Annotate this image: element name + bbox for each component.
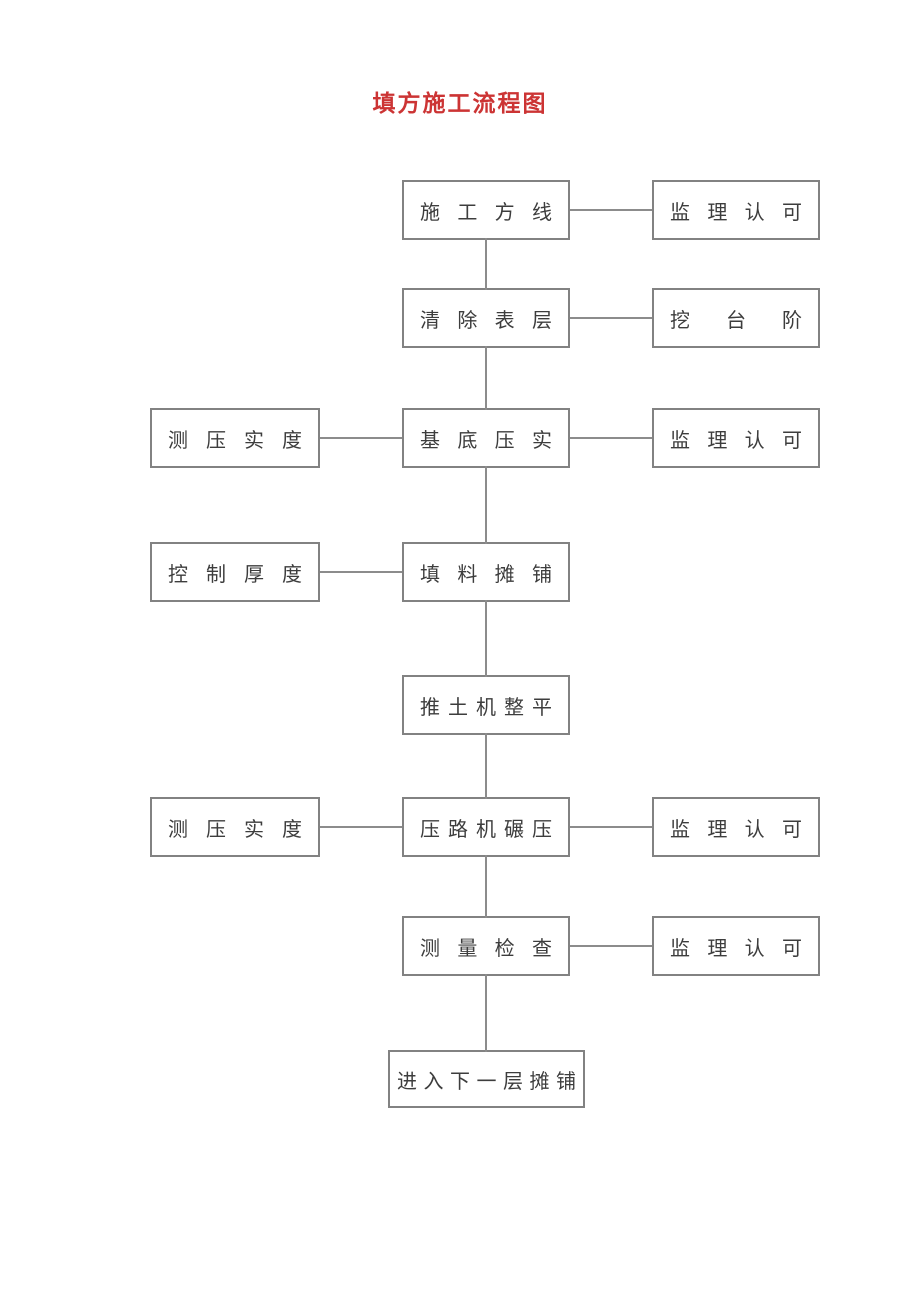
node-measure-compaction-2: 测压实度	[150, 797, 320, 857]
node-clear-surface-layer: 清除表层	[402, 288, 570, 348]
connector-line-horizontal	[320, 437, 402, 439]
connector-line-horizontal	[320, 571, 402, 573]
node-label: 监理认可	[670, 818, 802, 841]
connector-line-horizontal	[570, 437, 652, 439]
node-roller-compaction: 压路机碾压	[402, 797, 570, 857]
node-label: 进入下一层摊铺	[397, 1070, 576, 1093]
node-control-thickness: 控制厚度	[150, 542, 320, 602]
node-label: 填料摊铺	[420, 563, 552, 586]
node-next-layer-spreading: 进入下一层摊铺	[388, 1050, 585, 1108]
node-label: 测压实度	[168, 429, 302, 452]
node-label: 监理认可	[670, 429, 802, 452]
connector-line-vertical	[485, 974, 487, 1052]
node-label: 施工方线	[420, 201, 552, 224]
node-label: 测压实度	[168, 818, 302, 841]
node-label: 监理认可	[670, 937, 802, 960]
node-supervisor-approval-1: 监理认可	[652, 180, 820, 240]
node-label: 控制厚度	[168, 563, 302, 586]
node-fill-spreading: 填料摊铺	[402, 542, 570, 602]
connector-line-horizontal	[320, 826, 402, 828]
connector-line-vertical	[485, 855, 487, 918]
connector-line-vertical	[485, 600, 487, 677]
node-measure-compaction-1: 测压实度	[150, 408, 320, 468]
node-supervisor-approval-3: 监理认可	[652, 797, 820, 857]
node-supervisor-approval-4: 监理认可	[652, 916, 820, 976]
connector-line-horizontal	[570, 945, 652, 947]
node-label: 推土机整平	[420, 696, 552, 719]
connector-line-vertical	[485, 346, 487, 410]
node-label: 压路机碾压	[420, 818, 552, 841]
node-label: 清除表层	[420, 309, 552, 332]
node-base-compaction: 基底压实	[402, 408, 570, 468]
connector-line-horizontal	[570, 826, 652, 828]
connector-line-horizontal	[570, 209, 652, 211]
node-survey-check: 测量检查	[402, 916, 570, 976]
node-supervisor-approval-2: 监理认可	[652, 408, 820, 468]
node-label: 监理认可	[670, 201, 802, 224]
node-construction-layout: 施工方线	[402, 180, 570, 240]
connector-line-vertical	[485, 733, 487, 799]
connector-line-vertical	[485, 466, 487, 544]
node-label: 测量检查	[420, 937, 552, 960]
page-title: 填方施工流程图	[372, 90, 548, 116]
node-label: 挖台阶	[670, 309, 802, 332]
node-label: 基底压实	[420, 429, 552, 452]
connector-line-horizontal	[570, 317, 652, 319]
node-bulldozer-leveling: 推土机整平	[402, 675, 570, 735]
node-excavate-steps: 挖台阶	[652, 288, 820, 348]
connector-line-vertical	[485, 238, 487, 290]
